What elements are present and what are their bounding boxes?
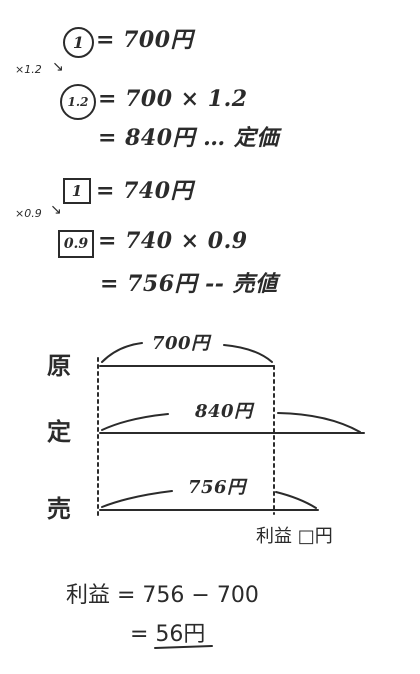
boxed-zero-point-nine-marker: 0.9 bbox=[58, 230, 94, 258]
list-bracket-right bbox=[277, 412, 361, 433]
circled-one-point-two-text: 1.2 bbox=[67, 95, 89, 109]
circled-one-marker: 1 bbox=[63, 27, 94, 58]
list-price-equation: = 700 × 1.2 bbox=[98, 86, 248, 112]
row-label-cost: 原 bbox=[47, 352, 71, 380]
cost-amount-label: 700円 bbox=[152, 333, 210, 354]
answer-underline bbox=[154, 645, 213, 649]
list-amount-label: 840円 bbox=[195, 401, 253, 422]
sale-bracket-right bbox=[275, 491, 317, 509]
sale-amount-label: 756円 bbox=[188, 477, 246, 498]
sale-price-result: = 756円 -- 売値 bbox=[100, 271, 278, 297]
profit-blank-label: 利益 □円 bbox=[256, 526, 333, 547]
list-bracket-left bbox=[101, 413, 169, 431]
row-label-list: 定 bbox=[47, 418, 71, 446]
profit-equation: 利益 = 756 − 700 bbox=[66, 583, 259, 608]
curved-arrow-icon: ↘ bbox=[52, 59, 64, 75]
reference-price-equation: = 740円 bbox=[96, 178, 194, 204]
boxed-zero-point-nine-text: 0.9 bbox=[63, 236, 89, 252]
multiplier-down-label: ×0.9 bbox=[15, 207, 42, 220]
circled-one-point-two-marker: 1.2 bbox=[60, 84, 96, 120]
cost-bracket-right bbox=[223, 344, 273, 363]
circled-one-text: 1 bbox=[72, 33, 85, 52]
original-price-equation: = 700円 bbox=[96, 27, 194, 53]
row-label-sale: 売 bbox=[47, 495, 71, 523]
curved-arrow-icon-2: ↘ bbox=[50, 202, 62, 218]
cost-bracket-left bbox=[101, 342, 143, 363]
multiplier-up-label: ×1.2 bbox=[15, 63, 42, 76]
boxed-one-text: 1 bbox=[71, 182, 83, 200]
sale-price-equation: = 740 × 0.9 bbox=[98, 228, 248, 254]
sale-bracket-left bbox=[101, 490, 173, 508]
boxed-one-marker: 1 bbox=[63, 178, 91, 204]
list-price-result: = 840円 … 定価 bbox=[98, 125, 279, 151]
profit-result: = 56円 bbox=[130, 622, 206, 647]
